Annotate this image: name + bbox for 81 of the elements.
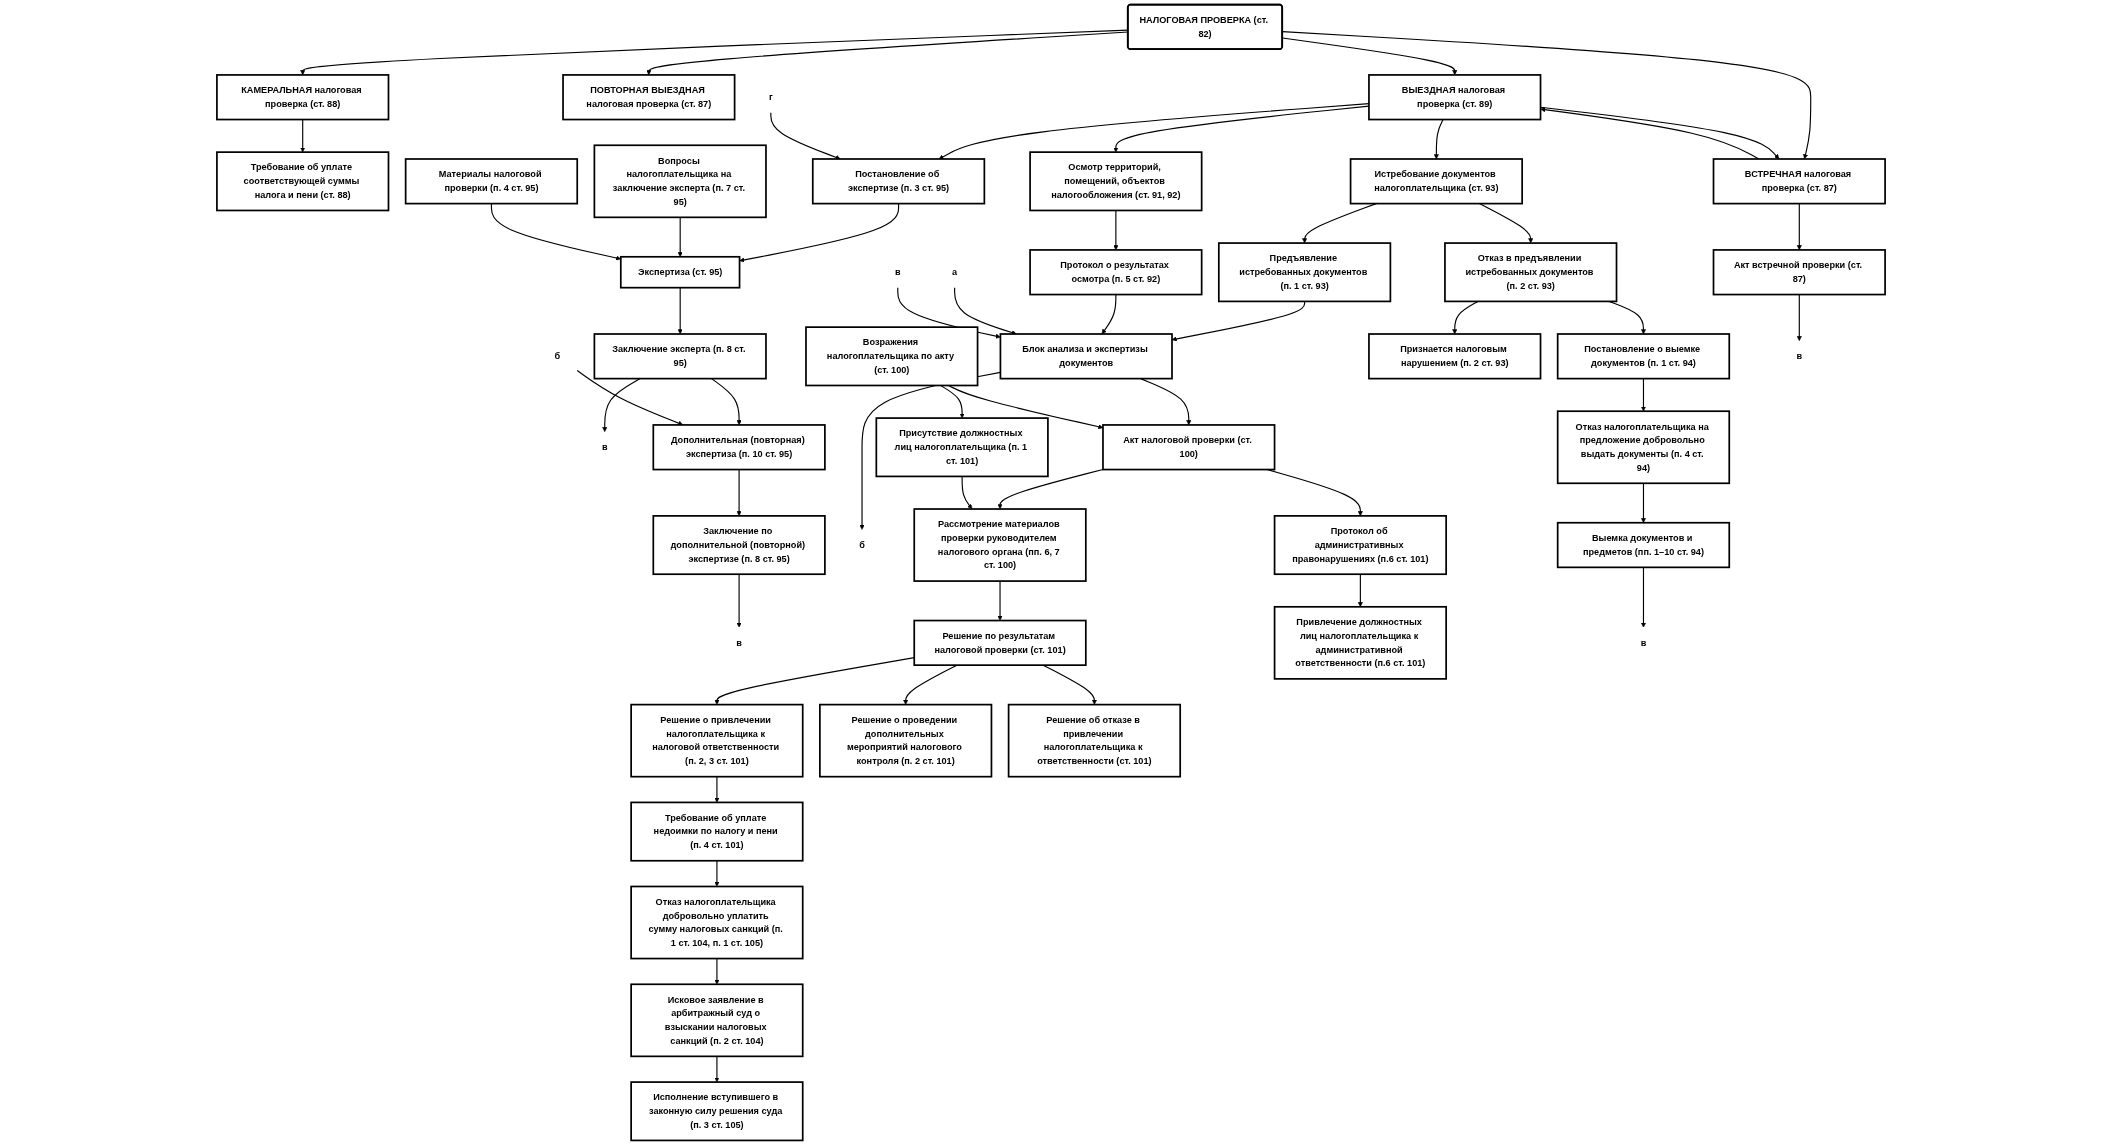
arrow <box>1113 209 1119 251</box>
arrow <box>1433 118 1444 160</box>
arrow <box>576 370 684 426</box>
arrow <box>714 1055 720 1083</box>
node-box: Возражения налогоплательщика по акту (ст. 100) <box>805 326 979 387</box>
node-box: Исполнение вступившего в законную силу решения суда (п. 3 ст. 105) <box>630 1081 804 1142</box>
arrow <box>602 378 641 433</box>
node-box: Постановление об экспертизе (п. 3 ст. 95) <box>811 158 986 205</box>
node-text: в <box>1640 637 1647 648</box>
node-box: Выемка документов и предметов (пп. 1–10 ст. 94) <box>1556 521 1731 569</box>
arrow <box>739 203 900 263</box>
node-box: Заключение эксперта (п. 8 ст. 95) <box>593 333 767 380</box>
arrow <box>997 468 1104 510</box>
arrow <box>1101 293 1117 335</box>
node-text: б <box>554 351 561 361</box>
node-box: Решение об отказе в привлечении налогоплательщика к ответственности (ст. 101) <box>1007 703 1182 778</box>
node-box: Предъявление истребованных документов (п. 1 ст. 93) <box>1217 242 1392 303</box>
node-box: Требование об уплате соответствующей суммы налога и пени (ст. 88) <box>216 151 390 212</box>
arrow <box>1042 664 1097 705</box>
node-box: Экспертиза (ст. 95) <box>619 255 741 289</box>
node-box: ПОВТОРНАЯ ВЫЕЗДНАЯ налоговая проверка (ст. 87) <box>562 74 736 121</box>
node-box: Отказ налогоплательщика добровольно уплатить сумму налоговых санкций (п. 1 ст. 104, п. 1 ст. 105) <box>630 885 804 960</box>
arrow <box>736 469 742 517</box>
arrow <box>1478 203 1534 244</box>
node-box: Исковое заявление в арбитражный суд о взыскании налоговых санкций (п. 2 ст. 104) <box>630 983 804 1058</box>
arrow <box>1796 203 1802 251</box>
node-box: Требование об уплате недоимки по налогу и пени (п. 4 ст. 101) <box>630 801 804 862</box>
node-text: в <box>736 637 742 648</box>
node-text: в <box>1796 351 1803 361</box>
node-box: Присутствие должностных лиц налогоплательщика (п. 1 ст. 101) <box>875 417 1049 478</box>
arrow <box>1140 378 1192 426</box>
node-text: в <box>601 442 608 452</box>
node-box: ВЫЕЗДНАЯ налоговая проверка (ст. 89) <box>1368 74 1542 121</box>
node-box: Привлечение должностных лиц налогоплательщика к административной ответственности (п.6 ст. 101) <box>1273 605 1447 680</box>
node-box: Осмотр территорий, помещений, объектов налогообложения (ст. 91, 92) <box>1029 151 1203 212</box>
arrow <box>300 118 306 153</box>
arrow <box>736 573 742 628</box>
node-box: Материалы налоговой проверки (п. 4 ст. 95) <box>404 158 579 205</box>
arrow <box>954 287 1017 335</box>
arrow <box>997 580 1003 621</box>
arrow <box>710 378 742 426</box>
node-box: Решение о привлечении налогоплательщика к налоговой ответственности (п. 2, 3 ст. 101) <box>630 703 804 778</box>
node-box: Протокол об административных правонарушениях (п.6 ст. 101) <box>1273 515 1447 576</box>
arrow <box>1452 300 1479 335</box>
node-box: Решение по результатам налоговой проверки (ст. 101) <box>913 619 1087 666</box>
node-box: Постановление о выемке документов (п. 1 ст. 94) <box>1556 333 1731 380</box>
node-box: Протокол о результатах осмотра (п. 5 ст. 92) <box>1029 249 1203 296</box>
arrow <box>1357 573 1363 608</box>
node-text: б <box>859 539 865 550</box>
arrow <box>770 112 841 160</box>
arrow <box>940 384 965 419</box>
arrow <box>714 860 720 887</box>
node-box: КАМЕРАЛЬНАЯ налоговая проверка (ст. 88) <box>216 74 390 121</box>
node-box: Дополнительная (повторная) экспертиза (п. 10 ст. 95) <box>652 424 826 471</box>
arrow <box>1640 482 1646 523</box>
node-box: Истребование документов налогоплательщика (ст. 93) <box>1349 158 1523 205</box>
arrow <box>903 664 958 705</box>
arrow <box>1302 203 1377 244</box>
node-box: Вопросы налогоплательщика на заключение эксперта (п. 7 ст. 95) <box>593 144 767 219</box>
node-box: Акт встречной проверки (ст. 87) <box>1712 249 1886 296</box>
arrow <box>677 216 683 257</box>
node-box: ВСТРЕЧНАЯ налоговая проверка (ст. 87) <box>1712 158 1886 205</box>
node-box: Отказ в предъявлении истребованных документов (п. 2 ст. 93) <box>1444 242 1618 303</box>
arrow <box>714 957 720 985</box>
arrow <box>714 657 915 705</box>
node-box: Признается налоговым нарушением (п. 2 ст. 93) <box>1368 333 1542 380</box>
node-box: Рассмотрение материалов проверки руководителем налогового органа (пп. 6, 7 ст. 100) <box>913 508 1087 582</box>
node-box: Решение о проведении дополнительных мероприятий налогового контроля (п. 2 ст. 101) <box>819 703 993 778</box>
node-box: Акт налоговой проверки (ст. 100) <box>1102 424 1276 471</box>
node-text: г <box>768 92 773 102</box>
arrow <box>714 776 720 803</box>
arrow <box>961 475 973 510</box>
arrow <box>1796 293 1802 342</box>
arrow <box>677 287 683 335</box>
node-box: Заключение по дополнительной (повторной) экспертизе (п. 8 ст. 95) <box>652 515 826 576</box>
arrow <box>1640 378 1646 412</box>
node-box: Блок анализа и экспертизы документов <box>999 333 1173 380</box>
node-text: а <box>952 267 958 277</box>
node-box: Отказ налогоплательщика на предложение добровольно выдать документы (п. 4 ст. 94) <box>1556 410 1731 485</box>
arrow <box>1640 566 1646 628</box>
node-text: в <box>894 267 901 277</box>
